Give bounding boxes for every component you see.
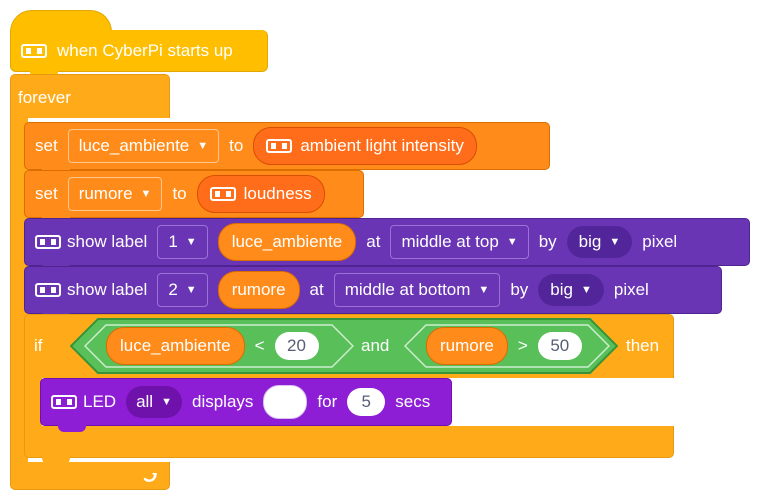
chevron-down-icon: ▼ [580, 284, 592, 296]
for-label: for [317, 392, 338, 411]
variable-name: luce_ambiente [78, 136, 190, 155]
position-value: middle at bottom [344, 280, 471, 299]
luce-ambiente-reporter[interactable]: luce_ambiente [106, 327, 245, 365]
hat-label: when CyberPi starts up [57, 40, 233, 60]
forever-block[interactable] [10, 74, 170, 118]
and-label: and [361, 336, 390, 355]
cyberpi-icon [35, 235, 61, 249]
condition-2: rumore > 50 [426, 327, 582, 365]
label-index: 1 [168, 232, 178, 251]
to-label: to [229, 136, 244, 155]
led-label: LED [83, 392, 117, 411]
forever-label: forever [18, 88, 71, 107]
position-dropdown[interactable]: middle at bottom ▼ [333, 273, 501, 307]
at-label: at [309, 280, 324, 299]
show-label-1-block[interactable]: show label 1▼ luce_ambiente at middle at… [24, 218, 750, 266]
secs-label: secs [395, 392, 431, 411]
reporter-text: luce_ambiente [231, 232, 343, 251]
at-label: at [366, 232, 381, 251]
size-dropdown[interactable]: big ▼ [566, 226, 633, 258]
position-dropdown[interactable]: middle at top ▼ [390, 225, 529, 259]
loop-arrow-icon [142, 466, 160, 484]
reporter-text: rumore [231, 280, 286, 299]
to-label: to [172, 184, 187, 203]
rumore-reporter[interactable]: rumore [426, 327, 508, 365]
variable-dropdown-luce-ambiente[interactable]: luce_ambiente ▼ [67, 129, 220, 163]
pixel-label: pixel [613, 280, 649, 299]
variable-name: rumore [78, 184, 133, 203]
label-index: 2 [168, 280, 178, 299]
forever-bottom-arm [10, 462, 170, 490]
by-label: by [510, 280, 529, 299]
rumore-reporter[interactable]: rumore [217, 271, 300, 309]
cyberpi-icon [21, 43, 47, 58]
position-value: middle at top [401, 232, 499, 251]
cyberpi-icon [266, 139, 293, 153]
less-than-symbol: < [254, 336, 265, 355]
variable-dropdown-rumore[interactable]: rumore ▼ [67, 177, 163, 211]
set-label: set [35, 184, 58, 203]
sensor-label: loudness [243, 184, 312, 203]
size-dropdown[interactable]: big ▼ [538, 274, 604, 306]
set-rumore-block[interactable]: set rumore ▼ to loudness [24, 170, 364, 218]
chevron-down-icon: ▼ [185, 236, 197, 248]
number-input-50[interactable]: 50 [537, 332, 582, 360]
forever-label-wrap: forever [18, 86, 71, 110]
cyberpi-icon [209, 187, 236, 201]
chevron-down-icon: ▼ [609, 236, 621, 248]
set-luce-ambiente-block[interactable]: set luce_ambiente ▼ to ambient light inte… [24, 122, 550, 170]
chevron-down-icon: ▼ [140, 188, 152, 200]
block-notch [58, 425, 86, 432]
color-picker-swatch[interactable] [263, 385, 308, 419]
pixel-label: pixel [642, 232, 678, 251]
if-side [24, 376, 42, 428]
cyberpi-icon [51, 395, 77, 409]
show-label-text: show label [67, 280, 148, 299]
forever-side [10, 116, 28, 464]
show-label-2-block[interactable]: show label 2▼ rumore at middle at bottom… [24, 266, 722, 314]
number-input-20[interactable]: 20 [274, 332, 319, 360]
chevron-down-icon: ▼ [506, 236, 518, 248]
displays-label: displays [191, 392, 254, 411]
luce-ambiente-reporter[interactable]: luce_ambiente [217, 223, 357, 261]
reporter-text: rumore [440, 336, 494, 355]
block-notch [42, 457, 70, 464]
cyberpi-icon [35, 283, 61, 297]
size-value: big [550, 280, 573, 299]
led-displays-block[interactable]: LED all ▼ displays for 5 secs [40, 378, 452, 426]
then-label: then [626, 336, 660, 355]
show-label-text: show label [67, 232, 148, 251]
chevron-down-icon: ▼ [161, 396, 172, 408]
led-target: all [136, 392, 154, 411]
duration-input[interactable]: 5 [347, 388, 386, 416]
ambient-light-intensity-reporter[interactable]: ambient light intensity [253, 127, 477, 165]
hat-block-when-cyberpi-starts-up[interactable]: when CyberPi starts up [10, 30, 268, 72]
label-index-dropdown[interactable]: 1▼ [157, 225, 208, 259]
hat-block-cap [10, 10, 112, 32]
size-value: big [578, 232, 602, 251]
sensor-label: ambient light intensity [300, 136, 464, 155]
if-bottom-arm [24, 426, 674, 458]
if-label: if [34, 336, 43, 355]
reporter-text: luce_ambiente [120, 336, 231, 355]
by-label: by [538, 232, 557, 251]
label-index-dropdown[interactable]: 2▼ [157, 273, 208, 307]
set-label: set [35, 136, 58, 155]
chevron-down-icon: ▼ [197, 140, 209, 152]
chevron-down-icon: ▼ [478, 284, 490, 296]
loudness-reporter[interactable]: loudness [196, 175, 325, 213]
led-target-dropdown[interactable]: all ▼ [126, 386, 182, 418]
greater-than-symbol: > [517, 336, 528, 355]
chevron-down-icon: ▼ [185, 284, 197, 296]
condition-1: luce_ambiente < 20 [106, 327, 319, 365]
